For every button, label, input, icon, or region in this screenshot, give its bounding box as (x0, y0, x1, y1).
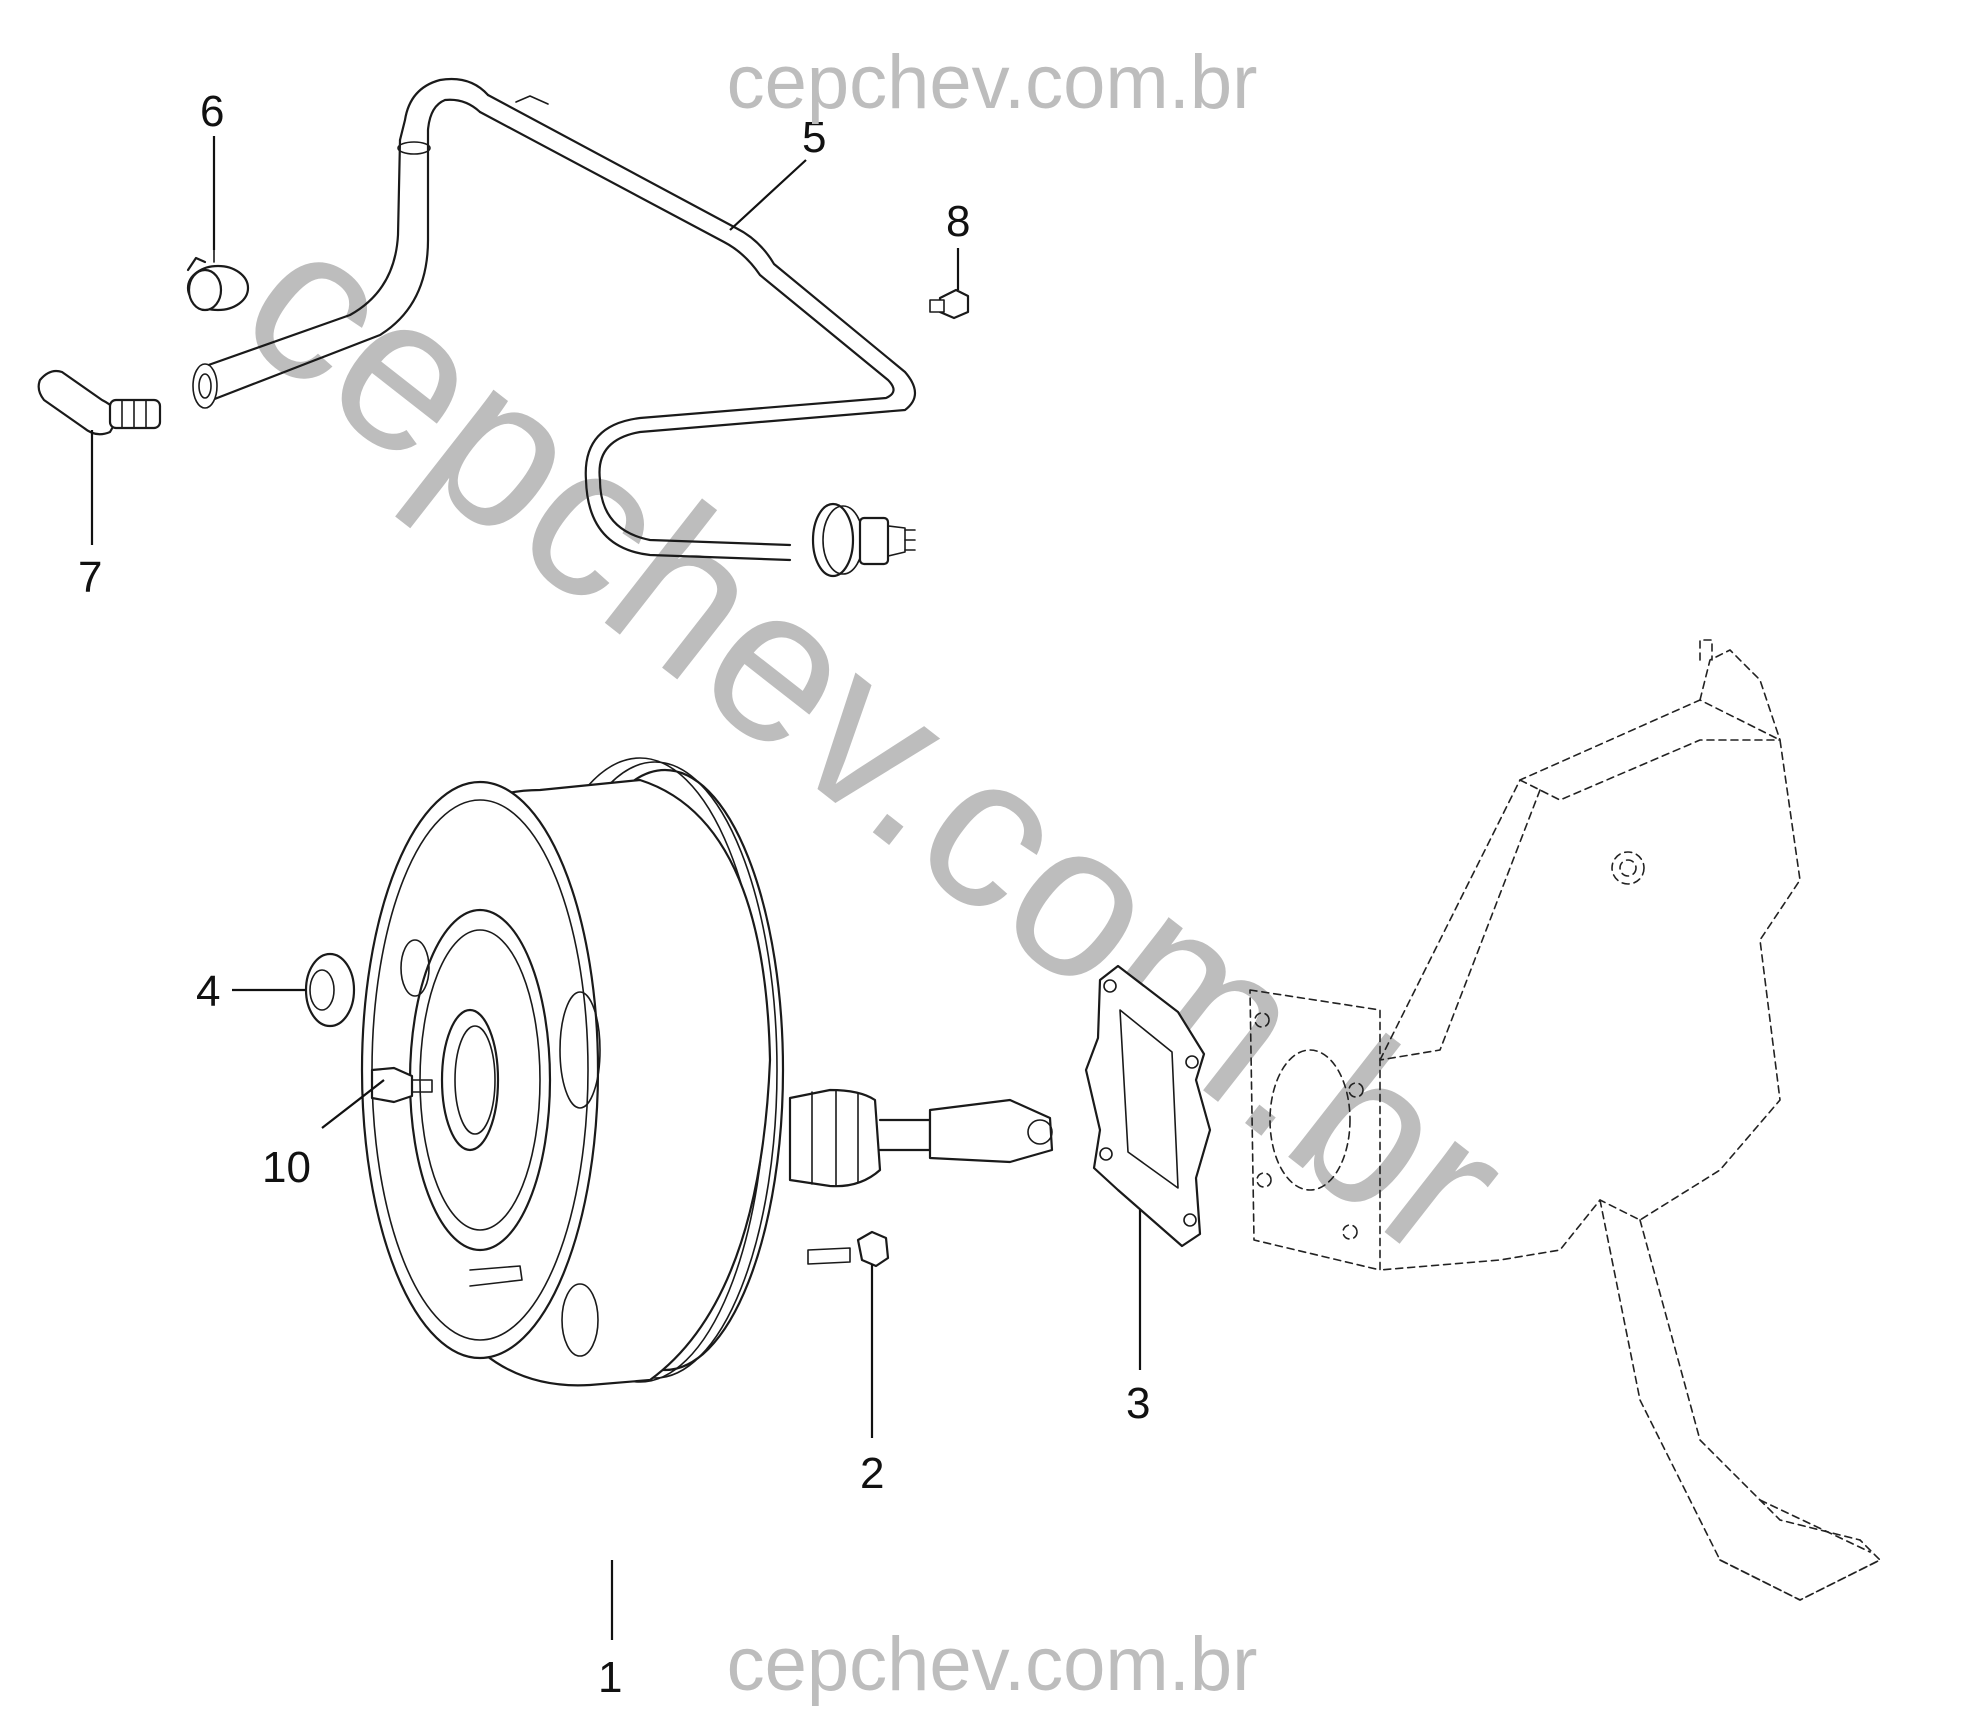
callout-4: 4 (196, 967, 220, 1016)
stud-nut-10 (370, 1066, 433, 1104)
callout-5: 5 (802, 113, 826, 162)
brake-booster (360, 757, 1054, 1387)
hose-clamp (186, 249, 250, 312)
elbow-connector (37, 369, 162, 436)
top-watermark: cepchev.com.br (727, 40, 1258, 125)
bottom-watermark: cepchev.com.br (727, 1622, 1258, 1707)
leader-5 (729, 159, 807, 231)
bolt-8 (929, 288, 970, 320)
callout-6: 6 (200, 87, 224, 136)
callout-8: 8 (946, 197, 970, 246)
callout-3: 3 (1126, 1379, 1150, 1428)
callout-7: 7 (78, 553, 102, 602)
callout-10: 10 (262, 1143, 311, 1192)
leader-10 (321, 1079, 385, 1129)
gasket-3 (1084, 964, 1212, 1248)
nut-2 (856, 1230, 890, 1268)
pedal-bracket (1249, 639, 1881, 1601)
vacuum-hose (192, 77, 917, 578)
callout-1: 1 (598, 1653, 622, 1702)
callout-2: 2 (860, 1449, 884, 1498)
grommet-4 (304, 952, 356, 1028)
